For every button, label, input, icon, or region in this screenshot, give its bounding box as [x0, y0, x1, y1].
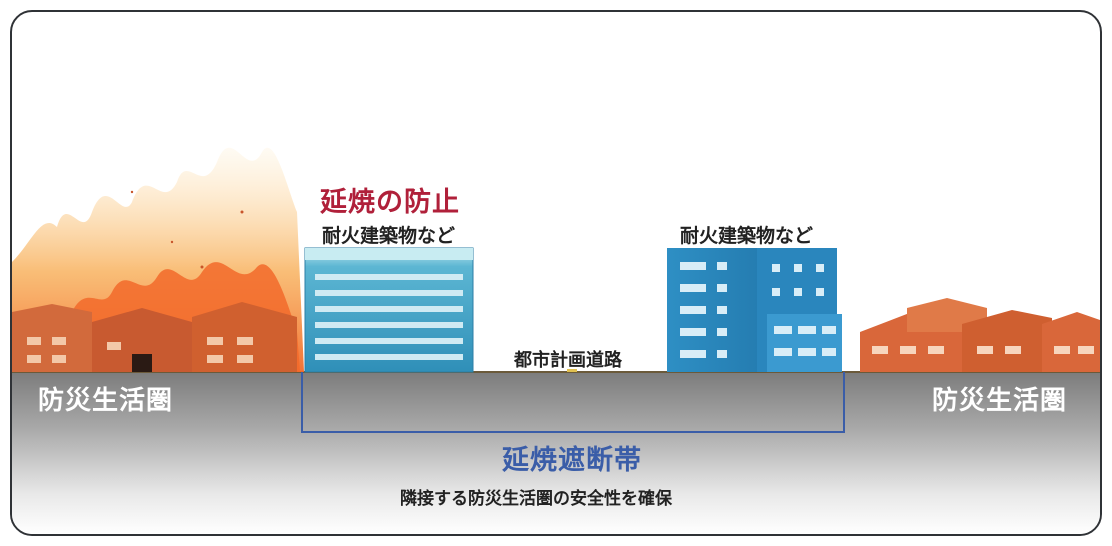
right-houses	[860, 298, 1100, 372]
diagram-frame: 延焼の防止 耐火建築物など 耐火建築物など 都市計画道路 防災生活圏 防災生活圏…	[10, 10, 1102, 536]
fireproof-building-right	[667, 248, 842, 372]
city-road-label: 都市計画道路	[514, 350, 622, 371]
firebreak-belt-label: 延焼遮断帯	[502, 445, 642, 476]
zone-label-right: 防災生活圏	[932, 386, 1068, 416]
firebreak-bracket	[301, 372, 845, 433]
ground	[12, 372, 1100, 534]
road-marker	[567, 369, 577, 372]
zone-label-left: 防災生活圏	[38, 386, 174, 416]
fireproof-label-right: 耐火建築物など	[680, 225, 814, 247]
left-houses	[12, 302, 297, 372]
scene-illustration	[12, 147, 1100, 534]
safety-caption: 隣接する防災生活圏の安全性を確保	[400, 489, 672, 509]
spread-prevention-title: 延焼の防止	[320, 187, 460, 218]
fireproof-label-left: 耐火建築物など	[322, 225, 456, 247]
fireproof-building-left	[304, 247, 474, 373]
